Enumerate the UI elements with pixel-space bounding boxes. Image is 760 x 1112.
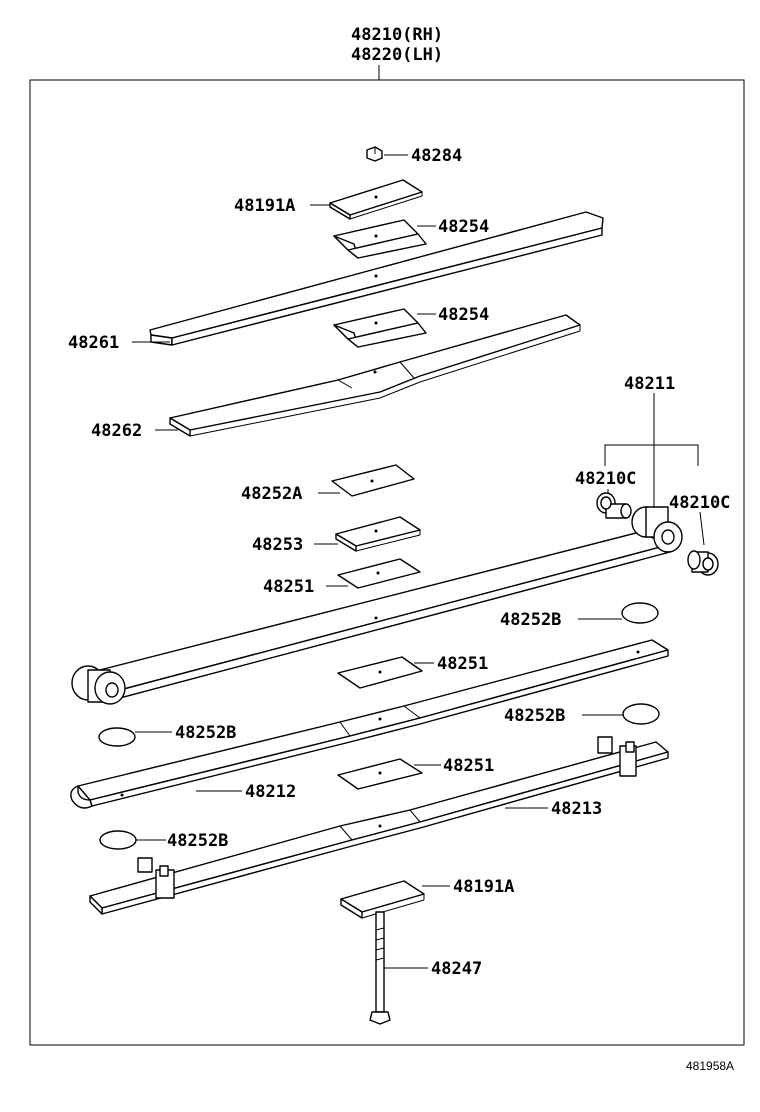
- leaf-48212: [70, 639, 669, 809]
- pad-48251-b: [337, 656, 423, 689]
- label-48261: 48261: [68, 333, 119, 353]
- main-leaf-48211: [71, 506, 683, 705]
- assembly-number-lh: 48220(LH): [351, 45, 443, 65]
- figure-code: 481958A: [686, 1059, 734, 1073]
- leaf-48213: [89, 736, 669, 915]
- nut-48284: [366, 146, 383, 162]
- pad-48191a-bottom: [340, 880, 425, 919]
- label-48211: 48211: [624, 374, 675, 394]
- leader-48210c-right: [699, 511, 705, 546]
- label-48251-c: 48251: [443, 756, 494, 776]
- spacer-48254-lower: [333, 308, 427, 348]
- pad-48251-a: [337, 558, 421, 589]
- pad-48252b-a: [621, 602, 659, 624]
- diagram-frame: [29, 79, 745, 1046]
- label-48254-lower: 48254: [438, 305, 489, 325]
- bushing-48210c-right: [687, 550, 719, 576]
- label-48252a: 48252A: [241, 484, 302, 504]
- label-48252b-a: 48252B: [500, 610, 561, 630]
- label-48210c-left: 48210C: [575, 469, 636, 489]
- spacer-48254-upper: [333, 219, 427, 259]
- pad-48191a-top: [329, 179, 423, 220]
- label-48191a-top: 48191A: [234, 196, 295, 216]
- pad-48252b-c: [622, 703, 660, 725]
- pad-48252b-d: [99, 830, 137, 850]
- label-48252b-c: 48252B: [504, 706, 565, 726]
- pad-48252a: [331, 464, 415, 497]
- label-48284: 48284: [411, 146, 462, 166]
- pad-48252b-b: [98, 727, 136, 747]
- bushing-48210c-left: [596, 492, 632, 519]
- label-48252b-b: 48252B: [175, 723, 236, 743]
- pad-48251-c: [337, 758, 423, 790]
- label-48212: 48212: [245, 782, 296, 802]
- leaf-48261: [149, 211, 604, 346]
- label-48247: 48247: [431, 959, 482, 979]
- label-48210c-right: 48210C: [669, 493, 730, 513]
- label-48213: 48213: [551, 799, 602, 819]
- label-48253: 48253: [252, 535, 303, 555]
- label-48251-a: 48251: [263, 577, 314, 597]
- pad-48253: [335, 516, 421, 552]
- bolt-48247: [369, 911, 391, 1025]
- leader-48210c-bracket: [604, 444, 699, 466]
- label-48191a-bottom: 48191A: [453, 877, 514, 897]
- label-48262: 48262: [91, 421, 142, 441]
- label-48254-upper: 48254: [438, 217, 489, 237]
- label-48251-b: 48251: [437, 654, 488, 674]
- assembly-number-rh: 48210(RH): [351, 25, 443, 45]
- leaf-48262: [169, 314, 581, 437]
- label-48252b-d: 48252B: [167, 831, 228, 851]
